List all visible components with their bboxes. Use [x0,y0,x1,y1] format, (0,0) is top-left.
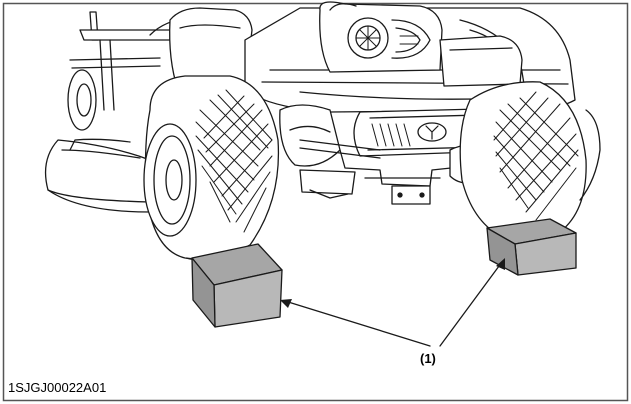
leader-line-right [439,261,503,347]
wheel-chock-left [191,243,283,328]
mower-deck [44,138,151,213]
tire-tread-left [195,89,273,233]
tire-tread-right [493,91,579,221]
arrowhead-right [496,258,505,270]
callout-leaders [284,261,503,347]
front-caster-wheel [67,69,97,131]
left-rear-tire [143,75,280,261]
chock-left-side [191,257,216,328]
image-code: 1SJGJ00022A01 [8,380,106,395]
engine [319,1,443,73]
chock-right-side [486,227,519,276]
leader-line-left [284,300,431,347]
callout-label: (1) [420,351,436,366]
fuel-tank [439,35,523,87]
wheel-chock-right [486,218,577,276]
arrowhead-left [280,299,292,308]
